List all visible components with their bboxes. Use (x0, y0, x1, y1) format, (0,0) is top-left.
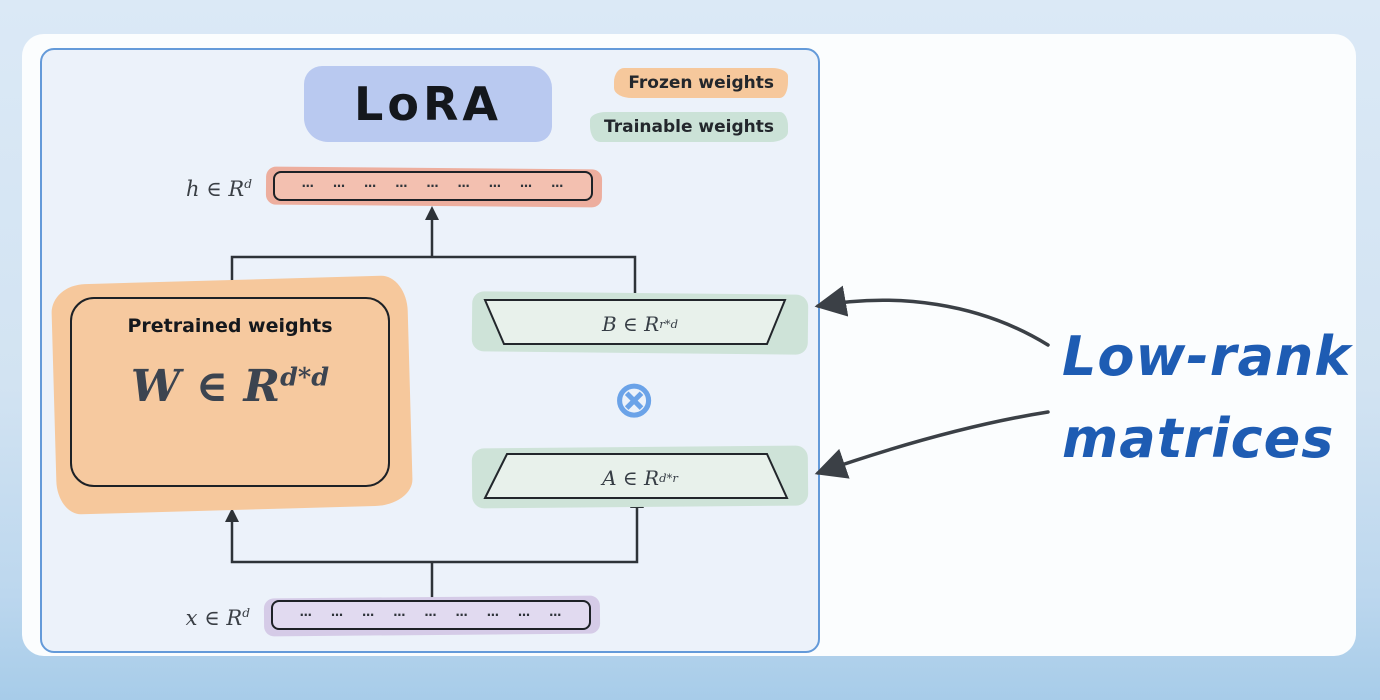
matrix-a-formula-sup: d*r (659, 471, 678, 485)
matrix-a-shape (483, 453, 789, 499)
diagram-title: LoRA (354, 77, 502, 131)
h-vector-dots: … … … … … … … … … (301, 176, 565, 190)
matrix-a-formula-base: A ∈ R (602, 466, 660, 490)
h-vector-label: h ∈ Rd (134, 177, 252, 201)
h-vector-group: … … … … … … … … … (265, 166, 603, 208)
pretrained-title: Pretrained weights (127, 315, 333, 337)
x-vector-formula-base: x ∈ R (185, 606, 243, 630)
upper-connector-line (230, 216, 637, 302)
diagram-title-badge: LoRA (304, 66, 552, 142)
legend-trainable-label: Trainable weights (603, 117, 774, 137)
annotation-line2: matrices (1062, 407, 1335, 470)
pretrained-formula-sup: d*d (280, 362, 330, 393)
diagram-card: LoRA Frozen weights Trainable weights h … (22, 34, 1356, 656)
matrix-b-formula-sup: r*d (659, 317, 679, 331)
lora-diagram-frame: LoRA Frozen weights Trainable weights h … (40, 48, 820, 653)
low-rank-annotation: Low-rank matrices (1062, 316, 1372, 480)
legend-frozen-weights: Frozen weights (614, 68, 788, 98)
legend-trainable-weights: Trainable weights (589, 112, 788, 142)
pretrained-formula: W ∈ Rd*d (131, 361, 329, 412)
x-vector-group: … … … … … … … … … (263, 595, 601, 637)
h-vector-formula-base: h ∈ R (185, 177, 245, 201)
arrowhead-up-w-icon (225, 508, 239, 522)
pretrained-weights-group: Pretrained weights W ∈ Rd*d (50, 275, 414, 515)
lower-connector-line (230, 504, 639, 599)
matrix-b-formula-base: B ∈ R (601, 312, 660, 336)
x-vector-box: … … … … … … … … … (271, 600, 591, 630)
pretrained-box: Pretrained weights W ∈ Rd*d (70, 297, 390, 487)
arrowhead-up-h-icon (425, 206, 439, 220)
matrix-b-shape (483, 299, 787, 345)
legend-frozen-label: Frozen weights (628, 73, 774, 93)
h-vector-box: … … … … … … … … … (273, 171, 593, 201)
pretrained-formula-base: W ∈ R (130, 361, 281, 412)
x-vector-formula-sup: d (242, 606, 250, 620)
x-vector-dots: … … … … … … … … … (299, 605, 563, 619)
h-vector-formula-sup: d (244, 177, 252, 191)
circled-times-icon: ⊗ (612, 370, 656, 430)
x-vector-label: x ∈ Rd (132, 606, 250, 630)
annotation-line1: Low-rank (1062, 325, 1352, 388)
